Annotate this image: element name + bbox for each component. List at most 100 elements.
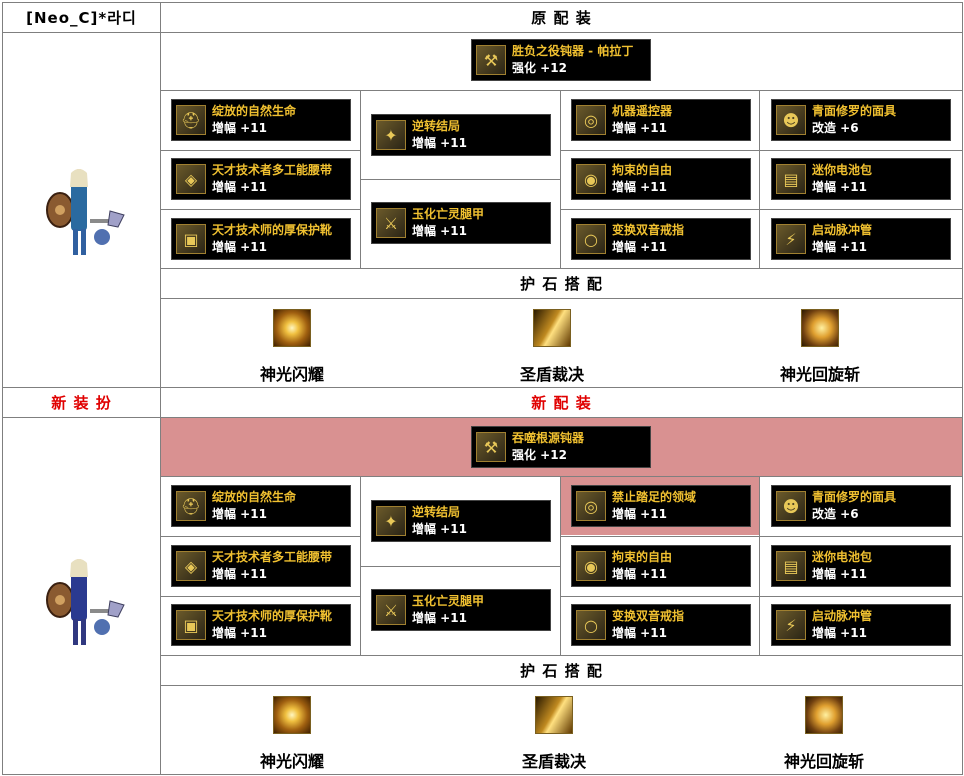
flash-icon — [273, 309, 311, 347]
rune-slot[interactable]: 神光回旋斩 — [740, 309, 900, 385]
item-name: 变换双音戒指 — [612, 223, 685, 237]
equip-slot-legs[interactable]: ⚔ 玉化亡灵腿甲增幅 +11 — [371, 589, 551, 631]
shield-strike-icon — [535, 696, 573, 734]
equip-slot-battery[interactable]: ▤ 迷你电池包增幅 +11 — [771, 545, 951, 587]
mask-icon: ☻ — [776, 491, 806, 521]
item-name: 绽放的自然生命 — [212, 490, 297, 504]
item-stat: 增幅 +11 — [212, 180, 267, 194]
equip-slot-belt[interactable]: ◈ 天才技术者多工能腰带增幅 +11 — [171, 158, 351, 200]
item-name: 变换双音戒指 — [612, 609, 685, 623]
equip-slot-legs[interactable]: ⚔ 玉化亡灵腿甲增幅 +11 — [371, 202, 551, 244]
battery-icon: ▤ — [776, 551, 806, 581]
equip-slot-belt[interactable]: ◈ 天才技术者多工能腰带增幅 +11 — [171, 545, 351, 587]
rune-slot[interactable]: 圣盾裁决 — [474, 696, 634, 772]
item-name: 拘束的自由 — [612, 163, 673, 177]
item-stat: 强化 +12 — [512, 61, 567, 75]
shield-strike-icon — [533, 309, 571, 347]
equip-slot-armor[interactable]: ✦ 逆转结局增幅 +11 — [371, 114, 551, 156]
equip-slot-ring[interactable]: ○ 变换双音戒指增幅 +11 — [571, 604, 751, 646]
item-name: 吞噬根源钝器 — [512, 431, 585, 445]
item-name: 迷你电池包 — [812, 550, 873, 564]
spin-slash-icon — [805, 696, 843, 734]
mask-icon: ☻ — [776, 105, 806, 135]
rune-label: 圣盾裁决 — [519, 365, 584, 384]
rune-slot[interactable]: 神光闪耀 — [212, 309, 372, 385]
item-stat: 改造 +6 — [812, 507, 859, 521]
equip-slot-boots[interactable]: ▣ 天才技术师的厚保护靴增幅 +11 — [171, 604, 351, 646]
rune-label: 神光回旋斩 — [779, 365, 860, 384]
item-name: 禁止踏足的领域 — [612, 490, 697, 504]
item-stat: 增幅 +11 — [812, 567, 867, 581]
ring-icon: ○ — [576, 224, 606, 254]
item-name: 天才技术师的厚保护靴 — [212, 223, 333, 237]
equip-slot-bracelet[interactable]: ◉ 拘束的自由增幅 +11 — [571, 545, 751, 587]
item-name: 天才技术师的厚保护靴 — [212, 609, 333, 623]
item-stat: 改造 +6 — [812, 121, 859, 135]
item-stat: 增幅 +11 — [612, 240, 667, 254]
item-name: 天才技术者多工能腰带 — [212, 550, 333, 564]
item-stat: 强化 +12 — [512, 448, 567, 462]
item-name: 启动脉冲管 — [812, 609, 873, 623]
equip-slot-boots[interactable]: ▣ 天才技术师的厚保护靴增幅 +11 — [171, 218, 351, 260]
item-name: 玉化亡灵腿甲 — [412, 594, 485, 608]
item-name: 天才技术者多工能腰带 — [212, 163, 333, 177]
item-stat: 增幅 +11 — [812, 240, 867, 254]
item-stat: 增幅 +11 — [812, 180, 867, 194]
item-stat: 增幅 +11 — [612, 567, 667, 581]
item-stat: 增幅 +11 — [212, 567, 267, 581]
equip-slot-ring[interactable]: ○ 变换双音戒指增幅 +11 — [571, 218, 751, 260]
item-stat: 增幅 +11 — [212, 121, 267, 135]
armor-icon: ✦ — [376, 120, 406, 150]
legs-icon: ⚔ — [376, 595, 406, 625]
equip-slot-bracelet[interactable]: ◉ 拘束的自由增幅 +11 — [571, 158, 751, 200]
item-stat: 增幅 +11 — [612, 180, 667, 194]
equip-slot-special[interactable]: ◎ 禁止踏足的领域增幅 +11 — [571, 485, 751, 527]
original-setup-header: 原 配 装 — [531, 9, 592, 27]
item-name: 迷你电池包 — [812, 163, 873, 177]
equip-slot-pulse[interactable]: ⚡ 启动脉冲管增幅 +11 — [771, 604, 951, 646]
rune-label: 神光回旋斩 — [783, 752, 864, 771]
item-stat: 增幅 +11 — [612, 626, 667, 640]
mace-icon: ⚒ — [476, 45, 506, 75]
character-sprite — [46, 559, 125, 645]
battery-icon: ▤ — [776, 164, 806, 194]
weapon-item[interactable]: ⚒ 胜负之役钝器 - 帕拉丁强化 +12 — [471, 39, 651, 81]
equip-slot-mask[interactable]: ☻ 青面修罗的面具改造 +6 — [771, 99, 951, 141]
pulse-icon: ⚡ — [776, 224, 806, 254]
remote-icon: ◎ — [576, 105, 606, 135]
equip-slot-battery[interactable]: ▤ 迷你电池包增幅 +11 — [771, 158, 951, 200]
boots-icon: ▣ — [176, 224, 206, 254]
item-stat: 增幅 +11 — [612, 507, 667, 521]
item-stat: 增幅 +11 — [212, 240, 267, 254]
character-name: [Neo_C]*라디 — [26, 9, 137, 27]
item-name: 启动脉冲管 — [812, 223, 873, 237]
rune-header: 护 石 搭 配 — [520, 275, 603, 293]
ring-icon: ○ — [576, 610, 606, 640]
item-stat: 增幅 +11 — [812, 626, 867, 640]
rune-slot[interactable]: 神光闪耀 — [212, 696, 372, 772]
equip-slot-special[interactable]: ◎ 机器遥控器增幅 +11 — [571, 99, 751, 141]
equip-slot-pulse[interactable]: ⚡ 启动脉冲管增幅 +11 — [771, 218, 951, 260]
item-name: 青面修罗的面具 — [812, 104, 897, 118]
equip-slot-armor[interactable]: ✦ 逆转结局增幅 +11 — [371, 500, 551, 542]
rune-slot[interactable]: 神光回旋斩 — [744, 696, 904, 772]
item-name: 玉化亡灵腿甲 — [412, 207, 485, 221]
rune-slot[interactable]: 圣盾裁决 — [472, 309, 632, 385]
item-stat: 增幅 +11 — [612, 121, 667, 135]
armor-icon: ✦ — [376, 506, 406, 536]
item-stat: 增幅 +11 — [412, 136, 467, 150]
item-stat: 增幅 +11 — [412, 611, 467, 625]
rune-label: 圣盾裁决 — [521, 752, 586, 771]
equip-slot-helmet[interactable]: ⛑ 绽放的自然生命增幅 +11 — [171, 99, 351, 141]
weapon-item[interactable]: ⚒ 吞噬根源钝器强化 +12 — [471, 426, 651, 468]
legs-icon: ⚔ — [376, 208, 406, 238]
item-stat: 增幅 +11 — [412, 522, 467, 536]
equip-slot-helmet[interactable]: ⛑ 绽放的自然生命增幅 +11 — [171, 485, 351, 527]
bracelet-icon: ◉ — [576, 551, 606, 581]
item-stat: 增幅 +11 — [212, 626, 267, 640]
mace-icon: ⚒ — [476, 432, 506, 462]
item-name: 青面修罗的面具 — [812, 490, 897, 504]
equip-slot-mask[interactable]: ☻ 青面修罗的面具改造 +6 — [771, 485, 951, 527]
item-name: 逆转结局 — [412, 119, 461, 133]
